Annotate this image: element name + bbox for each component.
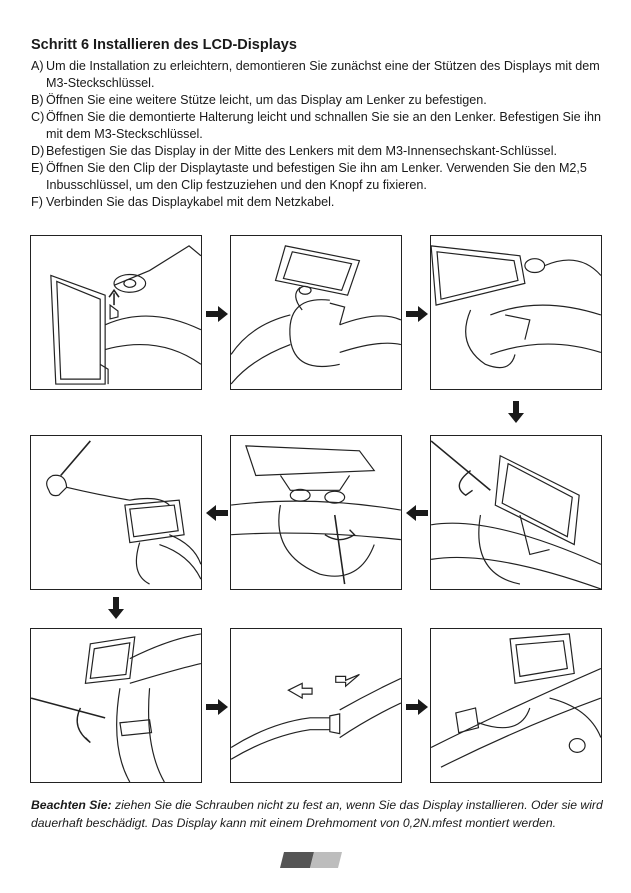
arrow-right-icon <box>406 306 428 322</box>
step-text: Befestigen Sie das Display in der Mitte … <box>46 144 557 158</box>
arrow-right-icon <box>206 699 228 715</box>
step-letter: D) <box>31 144 45 158</box>
step-e: E)Öffnen Sie den Clip der Displaytaste u… <box>31 160 611 194</box>
step-a: A)Um die Installation zu erleichtern, de… <box>31 58 611 92</box>
step-b: B)Öffnen Sie eine weitere Stütze leicht,… <box>31 92 611 109</box>
warning-note: Beachten Sie: ziehen Sie die Schrauben n… <box>31 796 611 832</box>
step-text: Verbinden Sie das Displaykabel mit dem N… <box>46 195 335 209</box>
step-letter: C) <box>31 110 45 124</box>
illustration-completed-install <box>430 628 602 783</box>
step-letter: E) <box>31 161 44 175</box>
step-letter: A) <box>31 59 44 73</box>
step-text: Öffnen Sie eine weitere Stütze leicht, u… <box>46 93 487 107</box>
illustration-mount-button <box>30 628 202 783</box>
step-text: Um die Installation zu erleichtern, demo… <box>46 59 600 90</box>
arrow-right-icon <box>206 306 228 322</box>
arrow-down-icon <box>508 401 524 423</box>
illustration-attach-bracket <box>430 235 602 390</box>
note-label: Beachten Sie: <box>31 798 112 812</box>
step-f: F)Verbinden Sie das Displaykabel mit dem… <box>31 194 611 211</box>
page-footer-bar <box>280 852 342 868</box>
arrow-right-icon <box>406 699 428 715</box>
step-c: C)Öffnen Sie die demontierte Halterung l… <box>31 109 611 143</box>
arrow-left-icon <box>206 505 228 521</box>
step-d: D)Befestigen Sie das Display in der Mitt… <box>31 143 611 160</box>
illustration-plug-cable <box>230 628 402 783</box>
step-letter: F) <box>31 195 43 209</box>
note-text: ziehen Sie die Schrauben nicht zu fest a… <box>31 798 603 830</box>
step-letter: B) <box>31 93 44 107</box>
illustration-open-bracket <box>230 235 402 390</box>
illustration-tighten-clip <box>430 435 602 590</box>
illustration-fasten-display <box>230 435 402 590</box>
page-title: Schritt 6 Installieren des LCD-Displays <box>31 37 297 53</box>
arrow-left-icon <box>406 505 428 521</box>
arrow-down-icon <box>108 597 124 619</box>
step-text: Öffnen Sie den Clip der Displaytaste und… <box>46 161 587 192</box>
illustration-connect-cable <box>30 435 202 590</box>
illustration-remove-bracket <box>30 235 202 390</box>
step-text: Öffnen Sie die demontierte Halterung lei… <box>46 110 601 141</box>
instruction-list: A)Um die Installation zu erleichtern, de… <box>31 58 611 211</box>
